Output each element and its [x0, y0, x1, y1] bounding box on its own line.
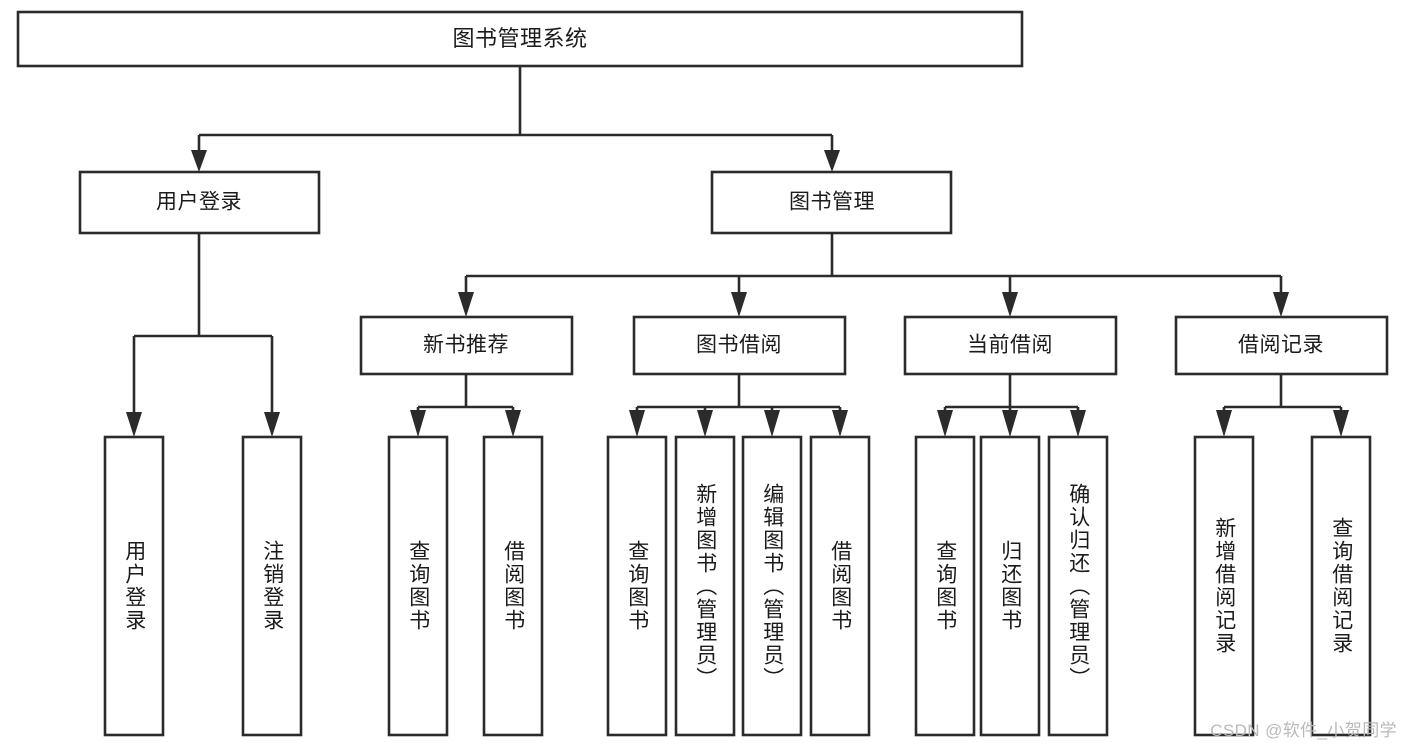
arrow-head-leaf-user-login — [126, 412, 142, 437]
node-leaf-query-book-2[interactable] — [606, 435, 668, 737]
arrow-head-leaf-query-book-1 — [410, 410, 426, 437]
arrow-head-leaf-user-logout — [264, 412, 280, 437]
arrow-head-book-manage — [824, 150, 840, 172]
node-book-borrow-label: 图书借阅 — [696, 334, 782, 357]
node-book-manage-label: 图书管理 — [789, 191, 875, 214]
node-new-book-recommend-label: 新书推荐 — [423, 334, 509, 357]
arrow-head-leaf-query-book-3 — [937, 410, 953, 437]
node-current-borrow[interactable] — [903, 315, 1118, 376]
arrow-head-leaf-query-record — [1333, 410, 1349, 437]
node-book-manage[interactable] — [710, 170, 953, 235]
arrow-head-user-login — [191, 150, 207, 172]
arrow-head-leaf-return-book — [1002, 410, 1018, 437]
node-leaf-confirm-return[interactable] — [1047, 435, 1109, 737]
node-leaf-borrow-book-2[interactable] — [809, 435, 871, 737]
node-leaf-borrow-book-1[interactable] — [482, 435, 544, 737]
node-leaf-query-book-1[interactable] — [387, 435, 449, 737]
arrow-head-book-borrow — [731, 292, 747, 317]
node-current-borrow-label: 当前借阅 — [967, 334, 1053, 357]
connector-layer — [126, 66, 1349, 437]
node-root[interactable] — [16, 10, 1024, 68]
node-leaf-user-logout[interactable] — [241, 435, 303, 737]
arrow-head-new-book-recommend — [458, 292, 474, 317]
node-leaf-return-book[interactable] — [979, 435, 1041, 737]
node-new-book-recommend[interactable] — [359, 315, 574, 376]
arrow-head-leaf-borrow-book-1 — [505, 410, 521, 437]
arrow-head-leaf-query-book-2 — [629, 410, 645, 437]
arrow-head-borrow-record — [1273, 292, 1289, 317]
watermark-text: CSDN @软件_小贺同学 — [1210, 721, 1397, 740]
node-book-borrow[interactable] — [632, 315, 847, 376]
node-user-login[interactable] — [78, 170, 321, 235]
arrow-head-leaf-add-book — [697, 410, 713, 437]
arrow-head-leaf-add-record — [1216, 410, 1232, 437]
node-borrow-record-label: 借阅记录 — [1238, 334, 1324, 357]
node-leaf-query-record[interactable] — [1310, 435, 1372, 737]
arrow-head-current-borrow — [1002, 292, 1018, 317]
node-layer: 图书管理系统 用户登录 图书管理 新书推荐 图书借阅 当前借阅 借阅记录 — [16, 10, 1389, 737]
node-leaf-user-login[interactable] — [103, 435, 165, 737]
node-leaf-add-book[interactable] — [674, 435, 736, 737]
node-borrow-record[interactable] — [1174, 315, 1389, 376]
node-leaf-query-book-3[interactable] — [914, 435, 976, 737]
arrow-head-leaf-borrow-book-2 — [832, 410, 848, 437]
arrow-head-leaf-confirm-return — [1070, 410, 1086, 437]
node-user-login-label: 用户登录 — [156, 191, 242, 214]
arrow-head-leaf-edit-book — [764, 410, 780, 437]
node-leaf-add-record[interactable] — [1193, 435, 1255, 737]
node-root-label: 图书管理系统 — [452, 26, 587, 51]
node-leaf-edit-book[interactable] — [741, 435, 803, 737]
